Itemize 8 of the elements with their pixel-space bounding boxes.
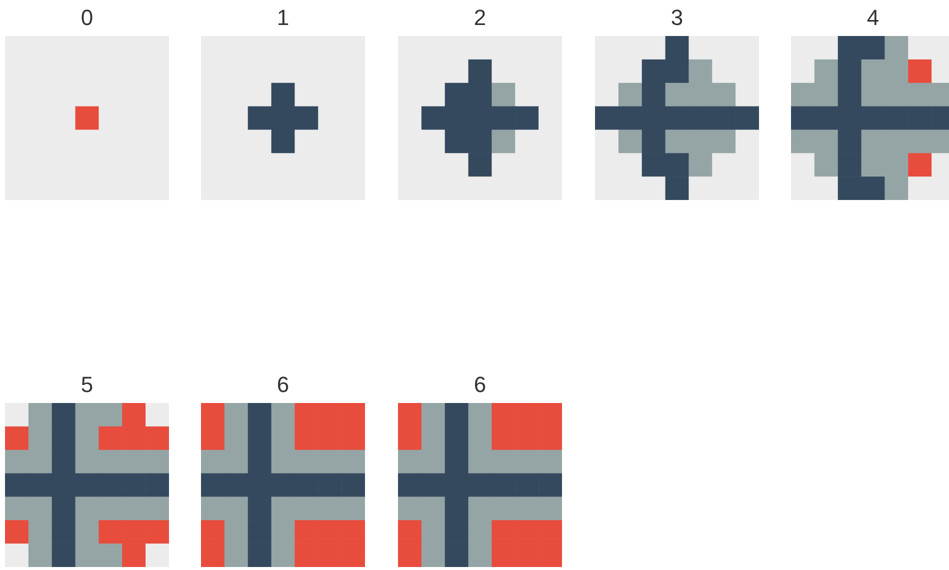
panel-number: 6 [276, 372, 290, 398]
panel-number: 3 [670, 5, 684, 31]
panel-number: 2 [472, 5, 488, 31]
panel-number: 4 [866, 5, 880, 31]
panel-number: 5 [80, 372, 94, 398]
panel-number: 0 [80, 5, 94, 31]
panel-number: 6 [472, 372, 488, 398]
panel-number: 1 [276, 5, 290, 31]
